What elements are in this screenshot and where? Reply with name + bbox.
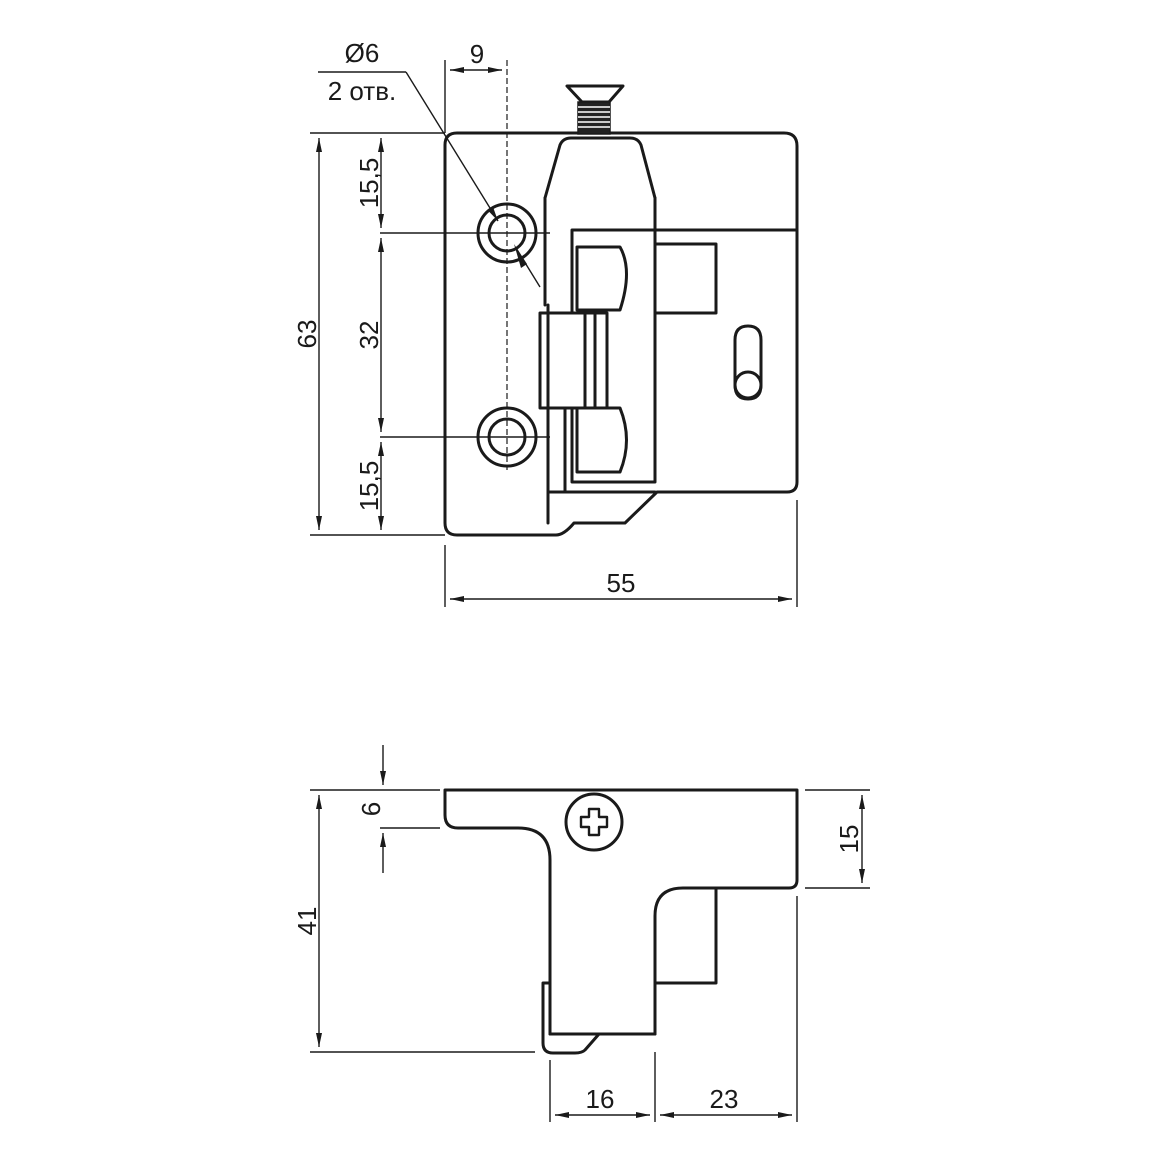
dim-55: 55 <box>607 568 636 598</box>
side-view: 6 41 15 16 23 <box>292 745 870 1122</box>
latch-housing <box>543 136 657 200</box>
plate-outline <box>443 131 799 537</box>
adjust-slot <box>733 324 763 401</box>
top-view: 63 15,5 32 15,5 9 55 Ø6 2 отв. <box>292 38 799 607</box>
hole-diameter-label: Ø6 <box>345 38 380 68</box>
hole-count-label: 2 отв. <box>328 76 397 106</box>
dim-15: 15 <box>834 825 864 854</box>
side-profile <box>443 788 799 1055</box>
dim-15-5-bottom: 15,5 <box>354 461 384 512</box>
side-inner-step <box>653 886 718 985</box>
dim-32: 32 <box>354 321 384 350</box>
dim-15-5-top: 15,5 <box>354 158 384 209</box>
screw-head <box>565 84 625 104</box>
hole-leader-arrow2 <box>514 244 527 268</box>
lower-cam <box>575 406 628 474</box>
dim-6: 6 <box>356 802 386 816</box>
dim-23: 23 <box>710 1084 739 1114</box>
dim-9: 9 <box>470 39 484 69</box>
hole-leader <box>405 71 499 222</box>
phillips-screw <box>564 792 624 852</box>
slot-pin <box>733 370 763 400</box>
thread-lines <box>578 106 610 128</box>
dim-63: 63 <box>292 320 322 349</box>
upper-cam <box>575 245 628 312</box>
dim-16: 16 <box>586 1084 615 1114</box>
dim-41: 41 <box>292 907 322 936</box>
